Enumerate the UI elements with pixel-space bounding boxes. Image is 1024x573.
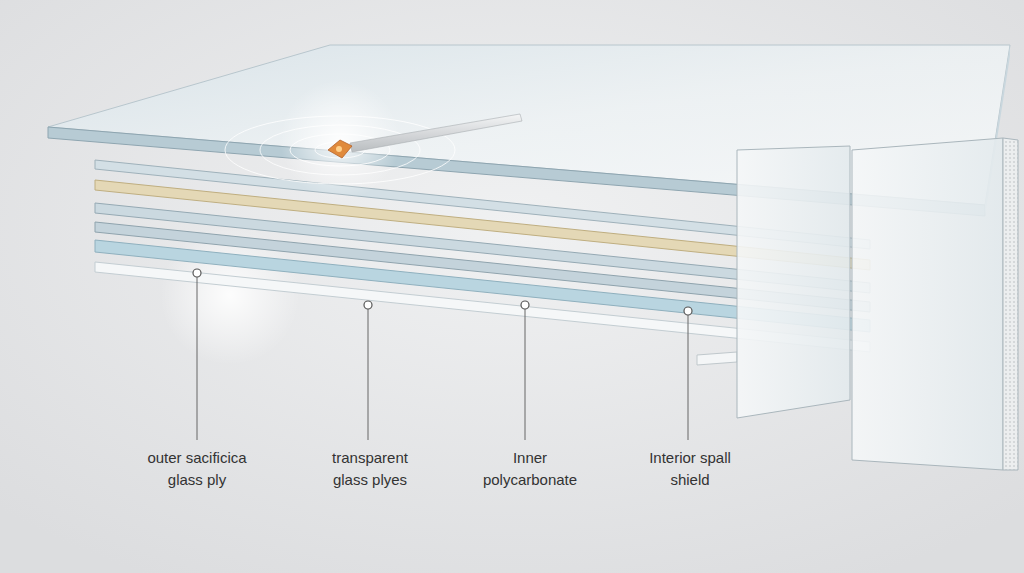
part-label: Interior spall shield xyxy=(634,447,746,491)
leader-dot xyxy=(364,301,372,309)
leader-line xyxy=(368,309,369,440)
leader-dot xyxy=(684,307,692,315)
part-label: outer sacificica glass ply xyxy=(131,447,263,491)
textured-edge xyxy=(1003,138,1018,470)
leader-dot xyxy=(521,301,529,309)
projectile-rod xyxy=(350,114,522,152)
part-label: Inner polycarbonate xyxy=(474,447,586,491)
leader-dot xyxy=(193,269,201,277)
section-panel xyxy=(737,146,850,418)
leader-line xyxy=(688,315,689,440)
impact-spark xyxy=(336,146,342,152)
leader-dots xyxy=(193,269,692,315)
section-panel xyxy=(852,138,1003,470)
small-plate xyxy=(697,352,737,365)
leader-lines xyxy=(197,277,688,440)
leader-line xyxy=(525,309,526,440)
part-label: transparent glass plyes xyxy=(318,447,422,491)
leader-line xyxy=(197,277,198,440)
projectile-tip xyxy=(328,140,352,158)
